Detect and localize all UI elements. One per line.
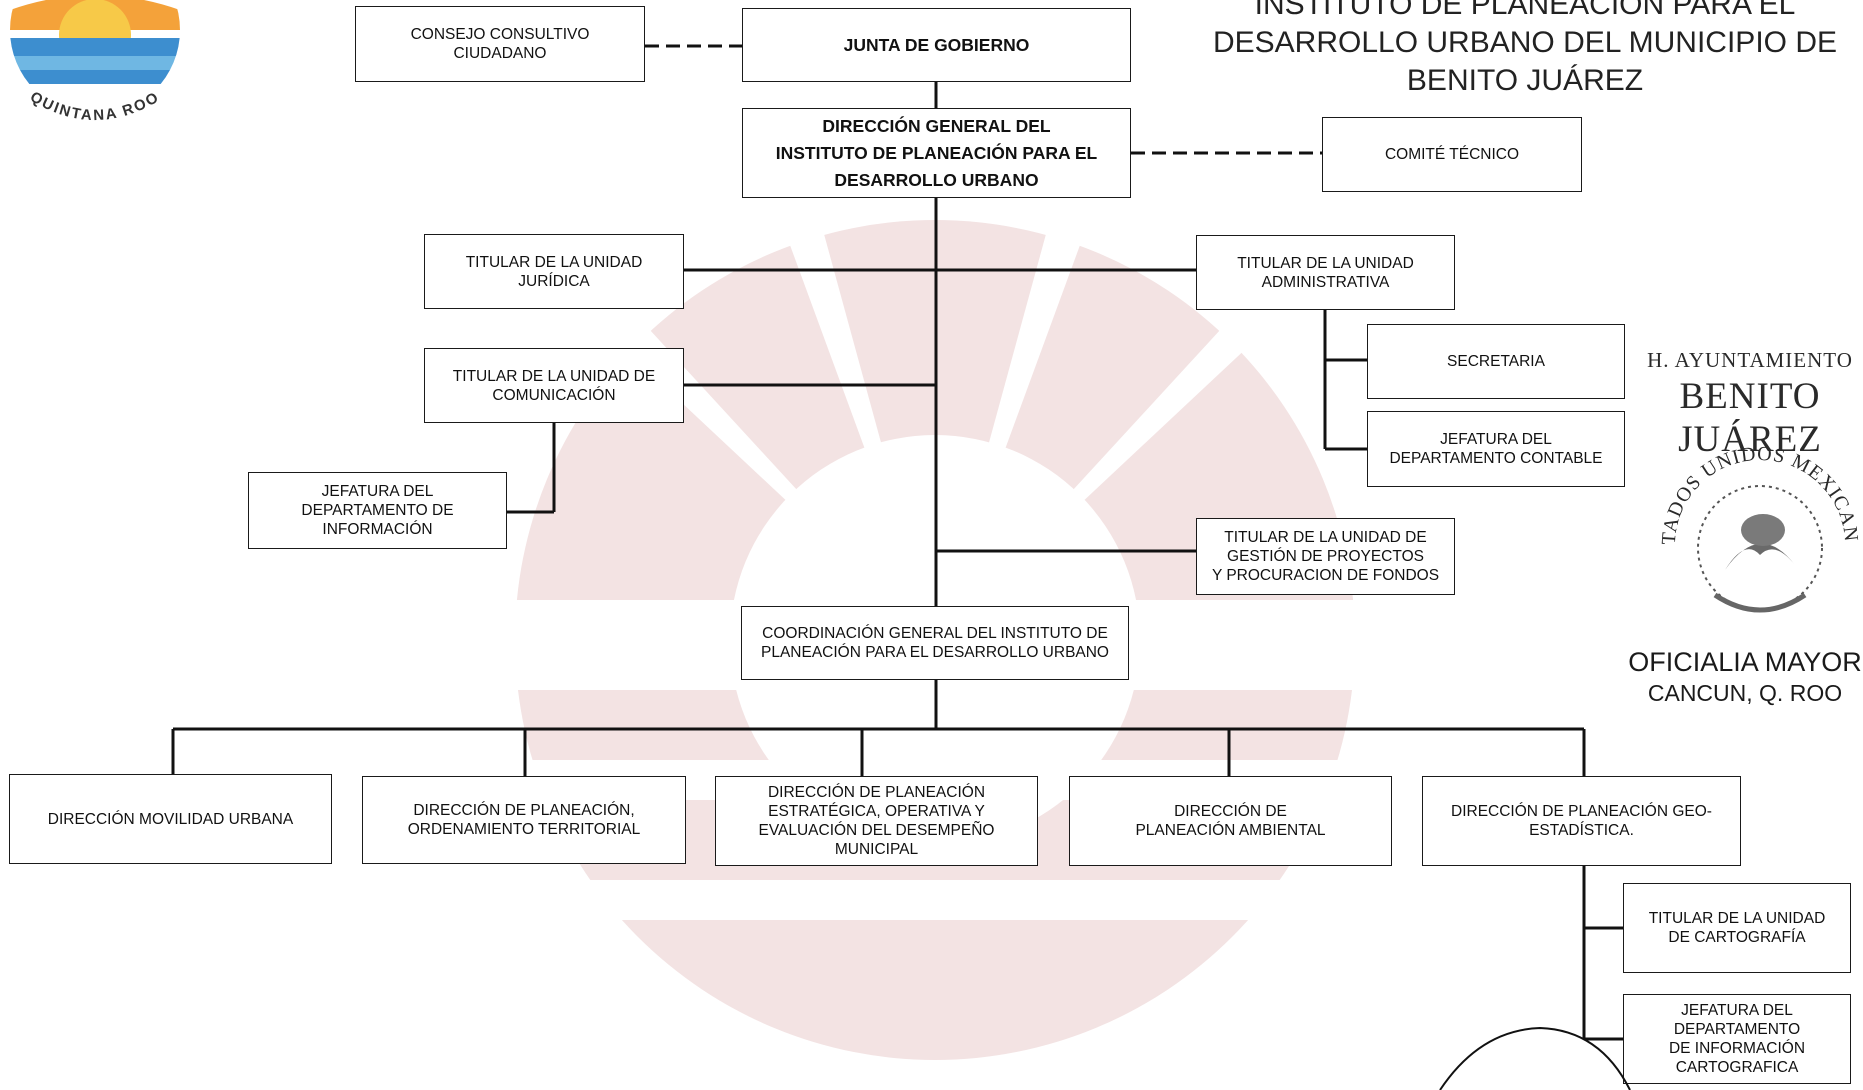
box-cartografia: TITULAR DE LA UNIDAD DE CARTOGRAFÍA (1623, 883, 1851, 973)
label-juridica: TITULAR DE LA UNIDAD JURÍDICA (465, 253, 643, 290)
label-comite: COMITÉ TÉCNICO (1384, 146, 1520, 163)
box-coordinacion: COORDINACIÓN GENERAL DEL INSTITUTO DE PL… (741, 606, 1129, 680)
stamp-ayuntamiento-label: H. AYUNTAMIENTO (1647, 348, 1853, 372)
stamp-oficialia-label: OFICIALIA MAYOR (1628, 647, 1862, 677)
box-consejo: CONSEJO CONSULTIVO CIUDADANO (355, 6, 645, 82)
label-informacion: JEFATURA DEL DEPARTAMENTO DE INFORMACIÓN (301, 483, 454, 538)
label-contable: JEFATURA DEL DEPARTAMENTO CONTABLE (1389, 431, 1603, 467)
box-administrativa: TITULAR DE LA UNIDAD ADMINISTRATIVA (1196, 235, 1455, 310)
box-direccion-general: DIRECCIÓN GENERAL DEL INSTITUTO DE PLANE… (742, 108, 1131, 198)
box-ambiental: DIRECCIÓN DE PLANEACIÓN AMBIENTAL (1069, 776, 1392, 866)
stamp-ayuntamiento: H. AYUNTAMIENTO BENITO JUÁREZ (1620, 348, 1863, 461)
box-informacion: JEFATURA DEL DEPARTAMENTO DE INFORMACIÓN (248, 472, 507, 549)
box-comunicacion: TITULAR DE LA UNIDAD DE COMUNICACIÓN (424, 348, 684, 423)
label-administrativa: TITULAR DE LA UNIDAD ADMINISTRATIVA (1237, 254, 1414, 291)
box-secretaria: SECRETARIA (1367, 324, 1625, 399)
label-ambiental: DIRECCIÓN DE PLANEACIÓN AMBIENTAL (1135, 803, 1326, 839)
label-junta: JUNTA DE GOBIERNO (843, 34, 1030, 55)
stamp-oficialia: OFICIALIA MAYOR CANCUN, Q. ROO (1615, 647, 1863, 707)
box-info-cartografica: JEFATURA DEL DEPARTAMENTO DE INFORMACIÓN… (1623, 994, 1851, 1084)
box-geoestadistica: DIRECCIÓN DE PLANEACIÓN GEO- ESTADÍSTICA… (1422, 776, 1741, 866)
stamp-municipio-label: BENITO JUÁREZ (1678, 376, 1822, 460)
box-ordenamiento: DIRECCIÓN DE PLANEACIÓN, ORDENAMIENTO TE… (362, 776, 686, 864)
quintana-roo-logo: QUINTANA ROO (10, 0, 180, 124)
label-proyectos: TITULAR DE LA UNIDAD DE GESTIÓN DE PROYE… (1211, 529, 1440, 584)
label-coordinacion: COORDINACIÓN GENERAL DEL INSTITUTO DE PL… (761, 625, 1109, 661)
stamp-ciudad-label: CANCUN, Q. ROO (1647, 680, 1843, 706)
signature-scribble (1439, 1026, 1631, 1090)
label-ordenamiento: DIRECCIÓN DE PLANEACIÓN, ORDENAMIENTO TE… (407, 802, 641, 838)
box-comite: COMITÉ TÉCNICO (1322, 117, 1582, 192)
svg-text:QUINTANA ROO: QUINTANA ROO (27, 88, 163, 124)
box-estrategica: DIRECCIÓN DE PLANEACIÓN ESTRATÉGICA, OPE… (715, 776, 1038, 866)
label-cartografia: TITULAR DE LA UNIDAD DE CARTOGRAFÍA (1648, 910, 1826, 946)
national-seal-icon: ESTADOS UNIDOS MEXICANOS (1645, 420, 1861, 613)
label-geoestadistica: DIRECCIÓN DE PLANEACIÓN GEO- ESTADÍSTICA… (1451, 803, 1712, 839)
box-junta: JUNTA DE GOBIERNO (742, 8, 1131, 82)
box-juridica: TITULAR DE LA UNIDAD JURÍDICA (424, 234, 684, 309)
box-contable: JEFATURA DEL DEPARTAMENTO CONTABLE (1367, 411, 1625, 487)
label-secretaria: SECRETARIA (1447, 353, 1545, 370)
box-proyectos: TITULAR DE LA UNIDAD DE GESTIÓN DE PROYE… (1196, 518, 1455, 595)
label-comunicacion: TITULAR DE LA UNIDAD DE COMUNICACIÓN (452, 367, 656, 404)
document-title: INSTITUTO DE PLANEACIÓN PARA EL DESARROL… (1212, 0, 1837, 97)
label-estrategica: DIRECCIÓN DE PLANEACIÓN ESTRATÉGICA, OPE… (758, 784, 995, 858)
label-info-cartografica: JEFATURA DEL DEPARTAMENTO DE INFORMACIÓN… (1668, 1002, 1806, 1076)
box-movilidad: DIRECCIÓN MOVILIDAD URBANA (9, 774, 332, 864)
label-consejo: CONSEJO CONSULTIVO CIUDADANO (410, 26, 590, 62)
label-direccion-general: DIRECCIÓN GENERAL DEL INSTITUTO DE PLANE… (775, 115, 1098, 190)
label-movilidad: DIRECCIÓN MOVILIDAD URBANA (47, 810, 294, 828)
